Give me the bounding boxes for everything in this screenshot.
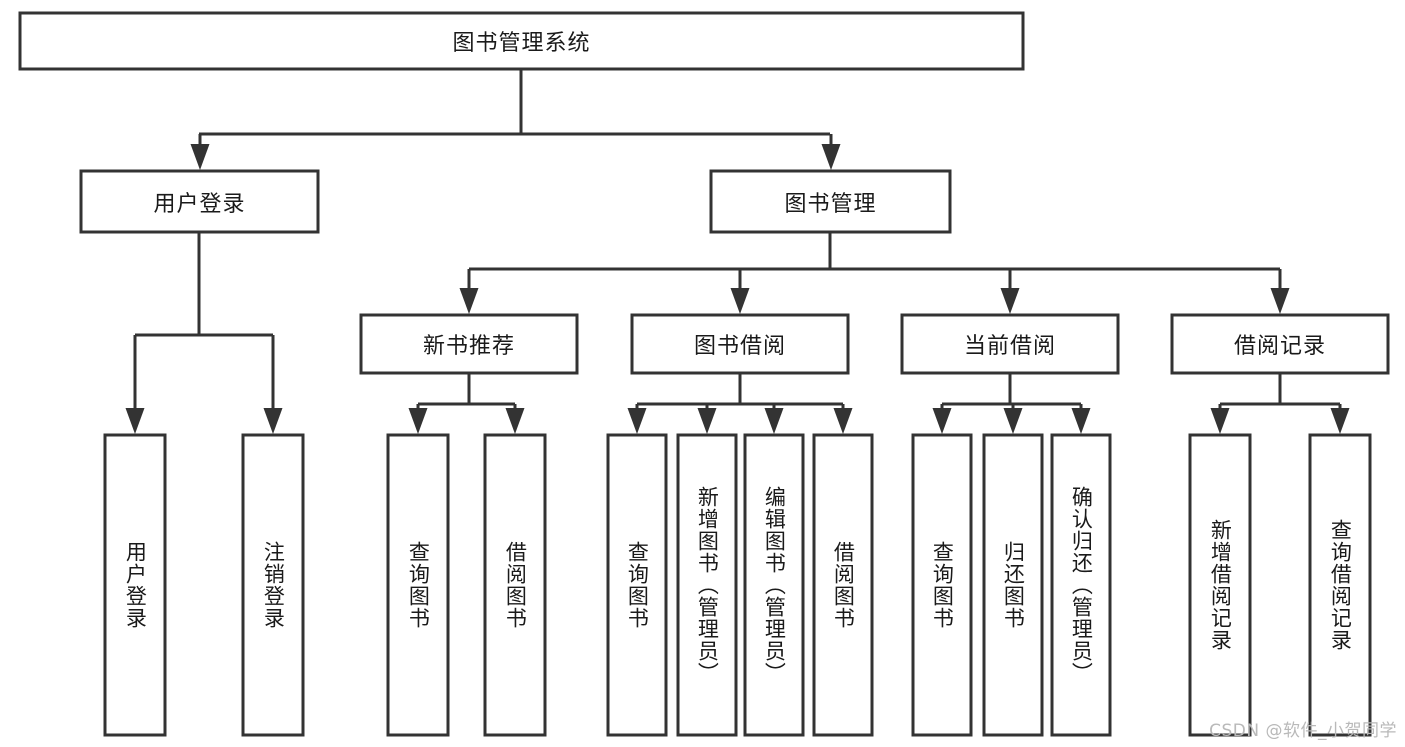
leaf-node-leaf-edit-book-admin[interactable] — [743, 433, 805, 737]
arrow-leaf-borrow-book-recommend-arrowhead — [505, 408, 525, 434]
arrow-leaf-add-borrow-record-arrowhead — [1210, 408, 1230, 434]
arrow-leaf-query-book-current-arrowhead — [932, 408, 952, 434]
node-layer — [18, 11, 1390, 737]
leaf-node-leaf-borrow-book-recommend[interactable] — [483, 433, 547, 737]
leaf-node-leaf-return-book[interactable] — [982, 433, 1044, 737]
level2-node-current-borrow[interactable] — [900, 313, 1120, 375]
arrow-leaf-confirm-return-admin-arrowhead — [1071, 408, 1091, 434]
arrow-book-borrow-arrowhead — [730, 288, 750, 314]
arrow-leaf-add-book-admin-arrowhead — [697, 408, 717, 434]
arrow-user-login-arrowhead — [190, 144, 210, 170]
leaf-node-leaf-query-book-current[interactable] — [911, 433, 973, 737]
level2-node-new-book-recommend[interactable] — [359, 313, 579, 375]
leaf-node-leaf-confirm-return-admin[interactable] — [1050, 433, 1112, 737]
connector-layer — [125, 69, 1350, 434]
arrow-leaf-query-borrow-record-arrowhead — [1330, 408, 1350, 434]
arrow-leaf-borrow-book-arrowhead — [833, 408, 853, 434]
arrow-current-borrow-arrowhead — [1000, 288, 1020, 314]
arrow-leaf-query-book-borrow-arrowhead — [627, 408, 647, 434]
arrow-leaf-return-book-arrowhead — [1003, 408, 1023, 434]
leaf-node-leaf-query-book-recommend[interactable] — [386, 433, 450, 737]
csdn-watermark: CSDN @软件_小贺同学 — [1209, 721, 1397, 741]
leaf-node-leaf-add-book-admin[interactable] — [676, 433, 738, 737]
level2-node-book-borrow[interactable] — [630, 313, 850, 375]
arrow-leaf-edit-book-admin-arrowhead — [764, 408, 784, 434]
leaf-node-leaf-user-login[interactable] — [103, 433, 167, 737]
level1-node-user-login[interactable] — [79, 169, 320, 234]
arrow-leaf-user-login-arrowhead — [125, 408, 145, 434]
level2-node-borrow-records[interactable] — [1170, 313, 1390, 375]
leaf-node-leaf-add-borrow-record[interactable] — [1188, 433, 1252, 737]
leaf-node-leaf-logout-login[interactable] — [241, 433, 305, 737]
leaf-node-leaf-query-borrow-record[interactable] — [1308, 433, 1372, 737]
root-node-root[interactable] — [18, 11, 1025, 71]
arrow-new-book-recommend-arrowhead — [459, 288, 479, 314]
arrow-leaf-logout-login-arrowhead — [263, 408, 283, 434]
arrow-book-management-arrowhead — [821, 144, 841, 170]
arrow-borrow-records-arrowhead — [1270, 288, 1290, 314]
level1-node-book-management[interactable] — [709, 169, 952, 234]
leaf-node-leaf-borrow-book[interactable] — [812, 433, 874, 737]
arrow-leaf-query-book-recommend-arrowhead — [408, 408, 428, 434]
leaf-node-leaf-query-book-borrow[interactable] — [606, 433, 668, 737]
